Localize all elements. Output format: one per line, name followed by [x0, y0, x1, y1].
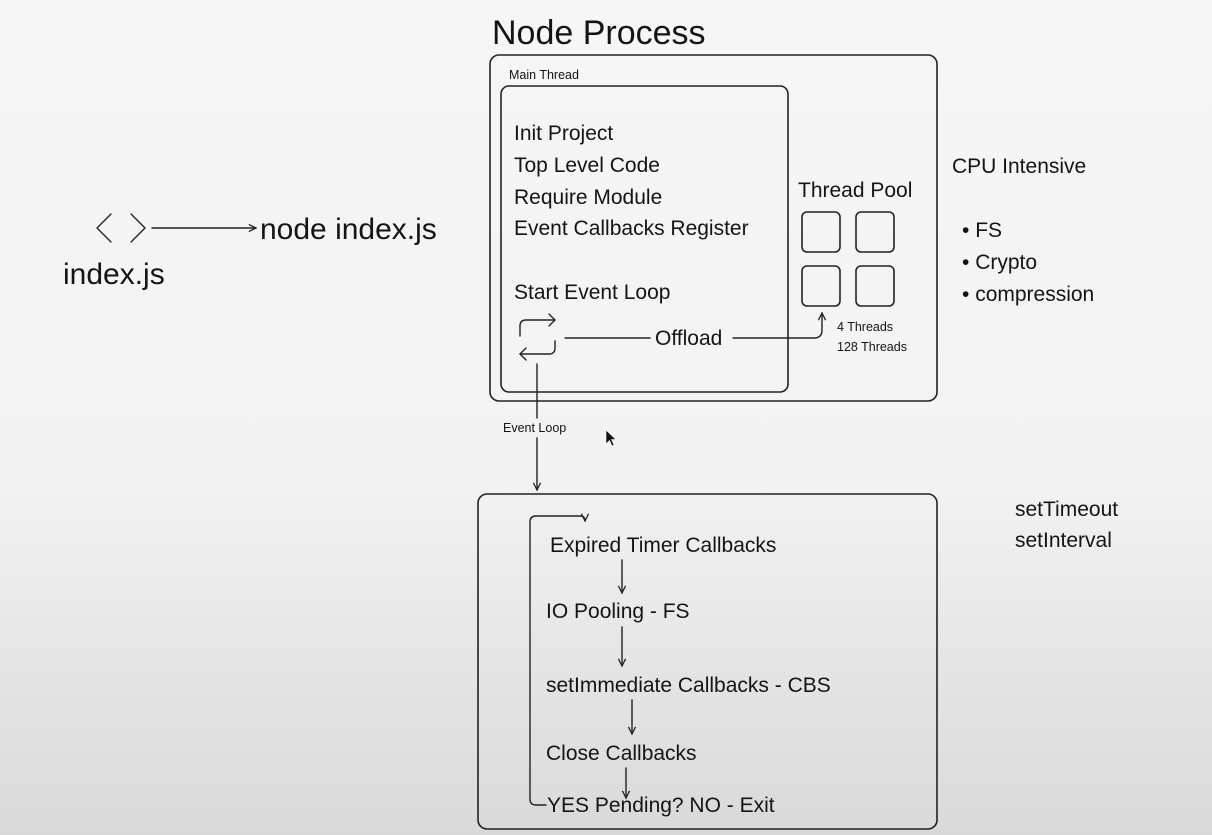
- main-thread-label: Main Thread: [509, 68, 579, 82]
- start-event-loop-label: Start Event Loop: [514, 281, 671, 304]
- mouse-cursor-icon: [605, 429, 617, 447]
- event-loop-phase: Expired Timer Callbacks: [550, 534, 777, 557]
- cpu-intensive-item: • Crypto: [962, 251, 1038, 274]
- timer-function: setInterval: [1015, 529, 1112, 552]
- cpu-intensive-item-text: FS: [975, 219, 1003, 242]
- event-loop-phase: Close Callbacks: [546, 742, 697, 765]
- timer-function: setTimeout: [1015, 498, 1119, 521]
- loop-icon: [519, 313, 556, 361]
- event-loop-label: Event Loop: [503, 421, 567, 435]
- thread-pool-grid: [801, 211, 895, 307]
- event-loop-box: [477, 493, 938, 830]
- event-loop-phase: YES Pending? NO - Exit: [547, 794, 775, 817]
- main-thread-step: Init Project: [514, 122, 614, 145]
- thread-slot: [801, 211, 841, 253]
- node-process-title: Node Process: [492, 14, 706, 52]
- cpu-intensive-item-text: Crypto: [975, 251, 1038, 274]
- source-file-label: index.js: [63, 258, 165, 291]
- offload-label: Offload: [655, 327, 723, 350]
- cpu-intensive-item-text: compression: [975, 283, 1095, 306]
- max-threads-label: 128 Threads: [837, 340, 907, 354]
- cpu-intensive-title: CPU Intensive: [952, 155, 1087, 178]
- main-thread-step: Top Level Code: [514, 154, 660, 177]
- thread-slot: [801, 265, 841, 307]
- thread-pool-title: Thread Pool: [798, 179, 913, 202]
- default-threads-label: 4 Threads: [837, 320, 894, 334]
- main-thread-step: Require Module: [514, 186, 663, 209]
- main-thread-step: Event Callbacks Register: [514, 217, 749, 240]
- main-thread-box: [500, 85, 789, 393]
- node-process-box: [489, 54, 938, 402]
- cpu-intensive-item: • compression: [962, 283, 1095, 306]
- node-command-label: node index.js: [260, 213, 437, 246]
- code-brackets-icon: [96, 213, 146, 243]
- thread-slot: [855, 265, 895, 307]
- offload-arrow: [732, 313, 822, 339]
- event-loop-phase: IO Pooling - FS: [546, 600, 690, 623]
- loop-back-path: [529, 516, 585, 806]
- event-loop-phase: setImmediate Callbacks - CBS: [546, 674, 831, 697]
- cpu-intensive-item: • FS: [962, 219, 1003, 242]
- thread-slot: [855, 211, 895, 253]
